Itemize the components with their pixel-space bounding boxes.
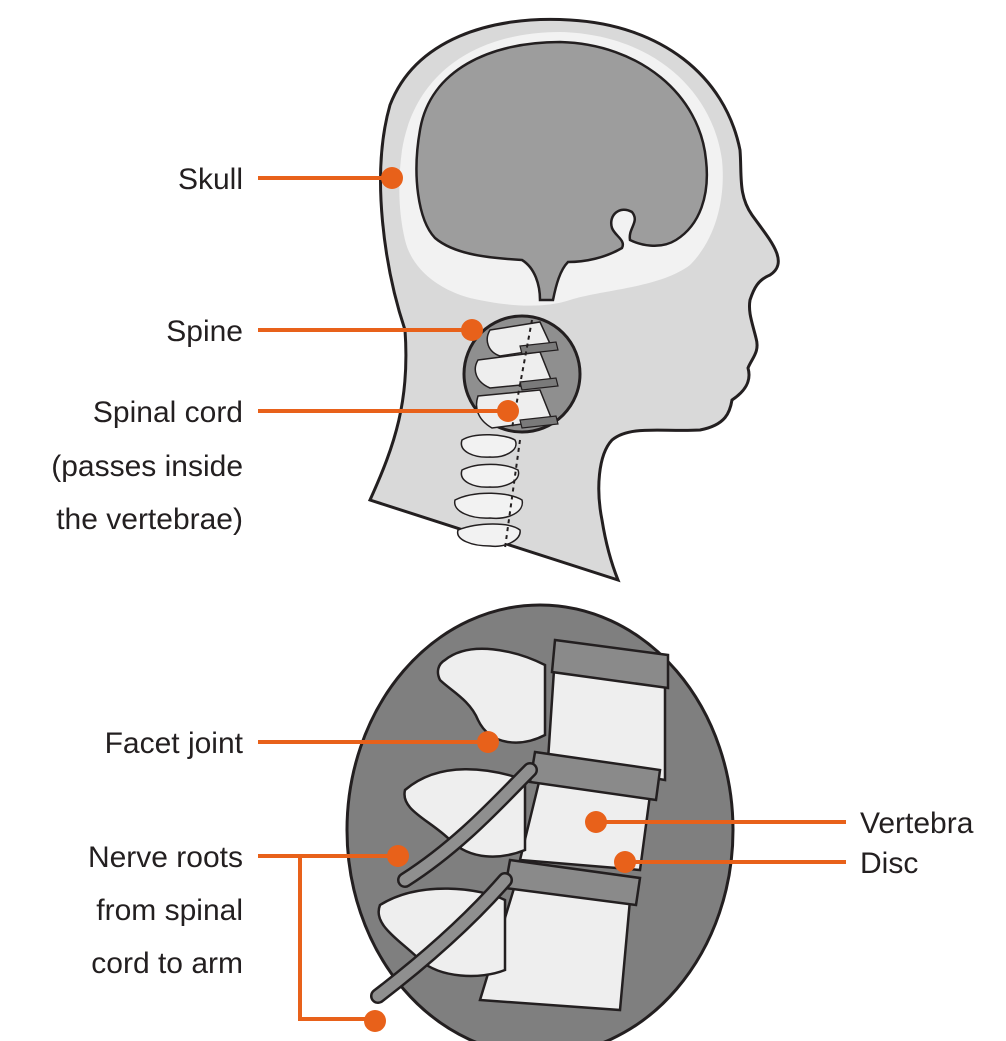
vertebra-dot [585,811,607,833]
nerve-root-dot-1 [387,845,409,867]
label-spinal-cord-line3: the vertebrae) [56,503,243,536]
label-vertebra: Vertebra [860,807,974,840]
label-spinal-cord-line2: (passes inside [51,450,243,483]
skull-dot [381,167,403,189]
label-facet-joint: Facet joint [105,727,244,760]
label-nerve-roots: Nerve roots [88,841,243,874]
label-skull: Skull [178,163,243,196]
facet-joint-dot [477,731,499,753]
nerve-root-dot-2 [364,1010,386,1032]
label-nerve-roots-line2: from spinal [96,894,243,927]
spine-dot [461,319,483,341]
label-spinal-cord: Spinal cord [93,396,243,429]
head-illustration [370,19,778,580]
label-spine: Spine [166,315,243,348]
spinal-cord-dot [497,400,519,422]
label-disc: Disc [860,847,918,880]
label-nerve-roots-line3: cord to arm [91,947,243,980]
disc-dot [614,851,636,873]
